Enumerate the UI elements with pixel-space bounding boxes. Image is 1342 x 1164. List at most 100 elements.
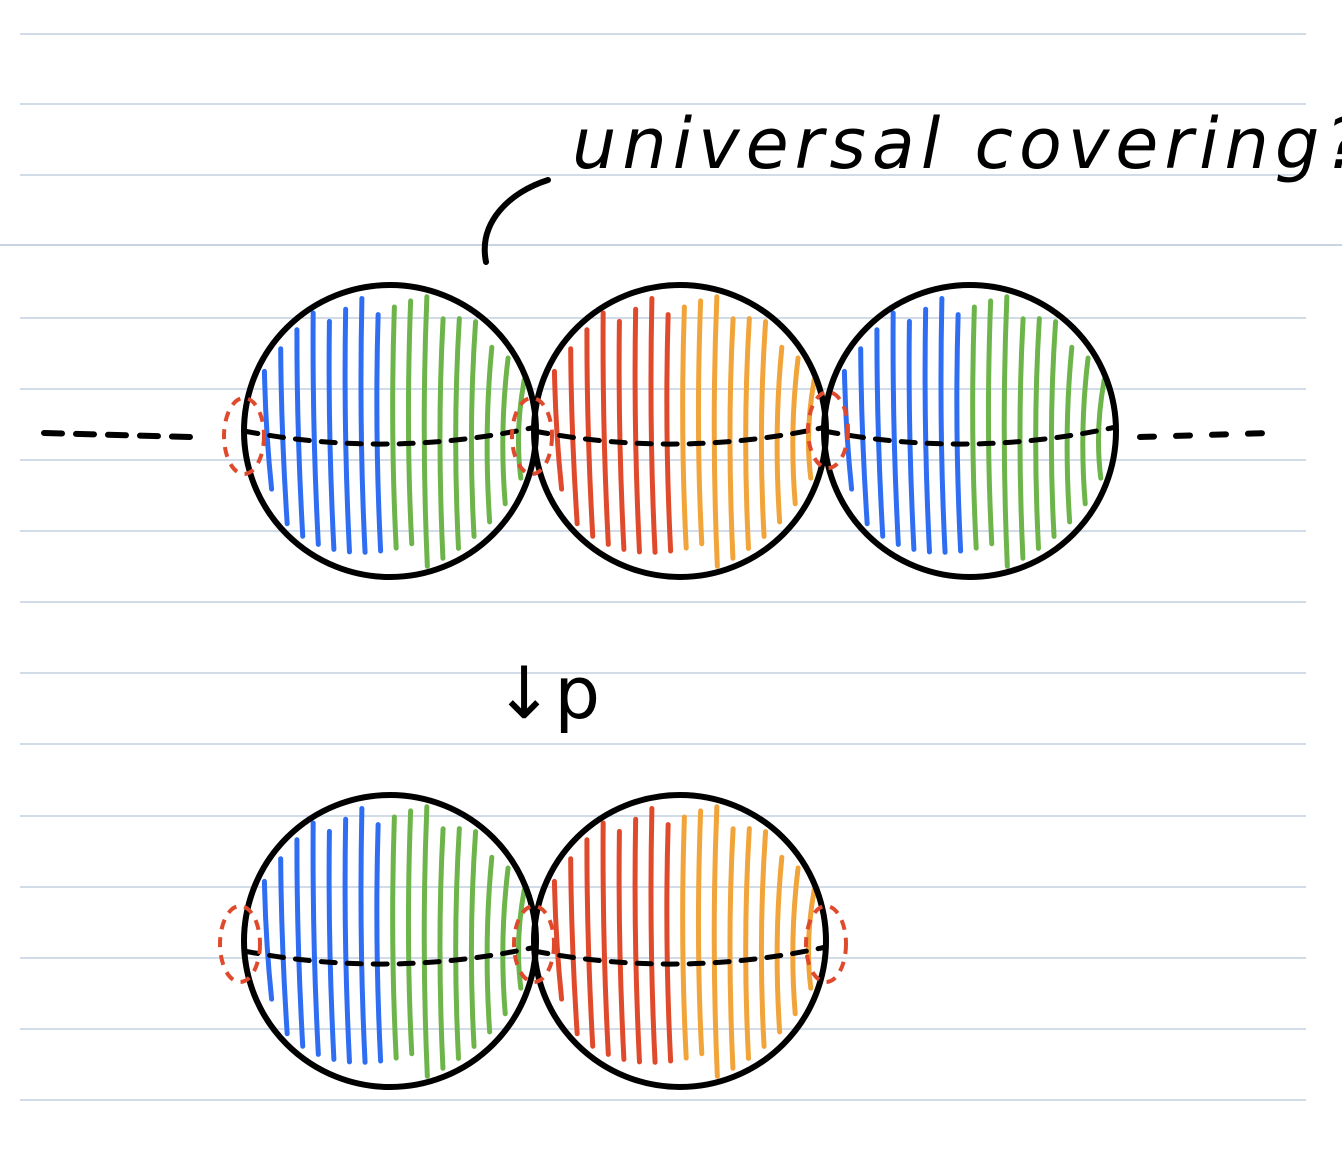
equator-dashes	[821, 424, 1119, 447]
hatch-stroke	[680, 304, 689, 551]
hatch-stroke	[695, 298, 705, 547]
hatch-stroke	[695, 808, 705, 1057]
hatch-stroke	[922, 306, 932, 555]
hatch-stroke	[727, 826, 736, 1071]
hatch-stroke	[600, 820, 611, 1057]
hatch-stroke	[616, 828, 627, 1062]
hatch-stroke	[1033, 316, 1042, 551]
hatch-stroke	[515, 377, 527, 481]
hatch-stroke	[390, 814, 399, 1061]
hatch-stroke	[342, 816, 352, 1065]
gluing-circle	[804, 904, 848, 984]
hatch-stroke	[1064, 344, 1075, 525]
projection-map-label: ↓p	[494, 651, 600, 735]
hatch-stroke	[310, 820, 321, 1057]
gluing-circle	[222, 396, 266, 476]
hatch-stroke	[358, 805, 368, 1065]
hatch-stroke	[805, 887, 817, 991]
sphere	[241, 792, 539, 1090]
sphere	[531, 282, 829, 580]
hatch-stroke	[294, 327, 306, 539]
hatch-stroke	[421, 294, 430, 569]
hatch-stroke	[970, 304, 979, 551]
sphere	[241, 282, 539, 580]
hatch-stroke	[616, 318, 627, 552]
hatch-stroke	[584, 837, 596, 1049]
hatch-stroke	[437, 316, 446, 561]
hatch-stroke	[294, 837, 306, 1049]
hatch-stroke	[500, 865, 511, 1017]
hatch-stroke	[468, 319, 479, 539]
hatch-stroke	[954, 312, 964, 554]
hatch-stroke	[711, 294, 720, 569]
hatch-stroke	[405, 298, 415, 547]
hatch-stroke	[1017, 316, 1026, 561]
sphere-outline	[531, 282, 829, 580]
right-ellipsis	[1137, 430, 1273, 440]
gluing-circle	[218, 904, 262, 984]
hatch-stroke	[664, 312, 674, 554]
hatch-stroke	[790, 865, 801, 1017]
hatch-stroke	[390, 304, 399, 551]
hatch-stroke	[261, 878, 275, 1002]
hatch-stroke	[1080, 355, 1091, 507]
hatch-stroke	[890, 310, 901, 547]
hatch-stroke	[568, 856, 580, 1037]
sphere	[821, 282, 1119, 580]
hatch-stroke	[858, 346, 870, 527]
equator-dashes	[241, 424, 539, 447]
hatch-stroke	[568, 346, 580, 527]
hatch-stroke	[484, 854, 495, 1035]
hatch-stroke	[758, 319, 769, 539]
hatch-stroke	[632, 816, 642, 1065]
sphere-outline	[531, 792, 829, 1090]
hatch-stroke	[711, 804, 720, 1079]
hatch-stroke	[374, 822, 384, 1064]
hatch-stroke	[1048, 319, 1059, 539]
hatch-stroke	[405, 808, 415, 1057]
hatch-stroke	[453, 826, 462, 1061]
hatch-stroke	[421, 804, 430, 1079]
hatch-stroke	[743, 826, 752, 1061]
annotation-pointer-stroke	[481, 177, 551, 265]
hatch-stroke	[515, 887, 527, 991]
equator-dashes	[531, 944, 829, 967]
covering-space	[41, 282, 1273, 580]
hatch-stroke	[437, 826, 446, 1071]
hatch-stroke	[1095, 377, 1107, 481]
equator-dashes	[241, 944, 539, 967]
hatch-stroke	[743, 316, 752, 551]
hatch-stroke	[551, 878, 565, 1002]
hatch-stroke	[326, 318, 337, 552]
hatch-stroke	[727, 316, 736, 561]
left-ellipsis	[41, 430, 193, 440]
hatch-stroke	[453, 316, 462, 551]
hatch-stroke	[326, 828, 337, 1062]
hatch-stroke	[484, 344, 495, 525]
hatch-stroke	[774, 344, 785, 525]
hatch-stroke	[468, 829, 479, 1049]
hatch-stroke	[664, 822, 674, 1064]
gluing-circle	[510, 396, 554, 476]
hatch-stroke	[261, 368, 275, 492]
hatch-stroke	[648, 295, 658, 555]
hatch-stroke	[758, 829, 769, 1049]
hatch-stroke	[374, 312, 384, 554]
hatch-stroke	[985, 298, 995, 547]
hatch-stroke	[310, 310, 321, 547]
hatch-stroke	[278, 346, 290, 527]
sphere-outline	[241, 792, 539, 1090]
sphere-outline	[821, 282, 1119, 580]
gluing-circle	[806, 390, 850, 470]
sphere-outline	[241, 282, 539, 580]
hatch-stroke	[874, 327, 886, 539]
hatch-stroke	[551, 368, 565, 492]
universal-covering-label: universal covering?	[572, 103, 1342, 185]
hatch-stroke	[774, 854, 785, 1035]
hatch-stroke	[632, 306, 642, 555]
hatch-stroke	[1001, 294, 1010, 569]
hatch-stroke	[680, 814, 689, 1061]
hatch-stroke	[938, 295, 948, 555]
hatch-stroke	[358, 295, 368, 555]
